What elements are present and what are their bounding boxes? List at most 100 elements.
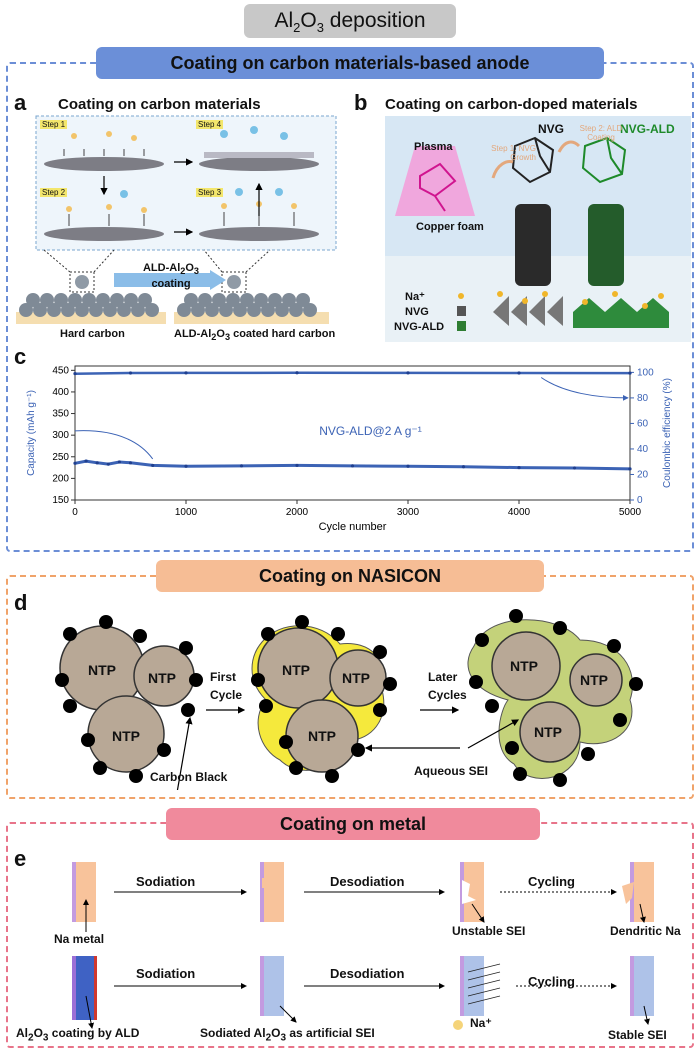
y-left-tick-label-0: 150 — [52, 495, 69, 506]
cycle-label: Cycle — [210, 688, 243, 702]
aqueous-sei-label: Aqueous SEI — [414, 764, 489, 778]
cycling-label-top: Cycling — [528, 874, 575, 889]
stable-sei-label: Stable SEI — [608, 1028, 667, 1042]
ald-label-al: ALD-Al — [142, 262, 181, 274]
later-label: Later — [428, 670, 458, 684]
series-line-1 — [74, 371, 631, 375]
stable-sei-electrode — [630, 956, 654, 1016]
na-metal-electrode — [72, 862, 96, 922]
plasma-label: Plasma — [414, 141, 453, 153]
unstable-sei-label: Unstable SEI — [452, 924, 526, 938]
y-left-axis-label: Capacity (mAh g⁻¹) — [26, 390, 37, 476]
coating-o: O — [33, 1026, 43, 1040]
step1-label: Step 1: NVG Growth — [491, 144, 536, 162]
title-sub-2: 2 — [293, 20, 301, 36]
nvg-ald-molecule — [581, 136, 627, 184]
series-1-point-6 — [628, 371, 632, 375]
coated-caption-sub2: 2 — [211, 332, 217, 343]
al2o3-coating-label: Al2O3 coating by ALD — [16, 1026, 139, 1043]
panel-b-title: Coating on carbon-doped materials — [385, 96, 638, 113]
step2-label: Step 2: ALD Coating — [579, 124, 623, 142]
main-title: Al2O3 deposition — [244, 4, 456, 38]
sodiated-al: Sodiated Al — [200, 1026, 266, 1040]
ald-label-sub3: 3 — [193, 266, 200, 277]
panel-e-illustration — [72, 862, 654, 1030]
step-4-slab — [199, 152, 319, 171]
ald-label-sub2: 2 — [180, 266, 186, 277]
legend-na: Na⁺ — [405, 291, 425, 303]
coated-caption-o: O — [216, 328, 225, 340]
y-right-tick-label-2: 40 — [637, 444, 649, 455]
cycles-label: Cycles — [428, 688, 467, 702]
sodiated-al2o3-label: Sodiated Al2O3 as artificial SEI — [200, 1026, 375, 1043]
title-al: Al — [274, 9, 294, 32]
series-1-point-5 — [517, 371, 521, 375]
efficiency-pointer — [540, 377, 629, 401]
x-tick-label-3: 3000 — [397, 507, 420, 518]
coating-tail: coating by ALD — [48, 1026, 140, 1040]
series-1-point-2 — [184, 371, 188, 375]
y-left-tick-label-1: 200 — [52, 473, 69, 484]
desodiation-label-top: Desodiation — [330, 874, 405, 889]
sodiation-label-top: Sodiation — [136, 874, 196, 889]
desodiation-label-bottom: Desodiation — [330, 966, 405, 981]
series-0-point-9 — [295, 463, 299, 468]
legend-nvg-ald: NVG-ALD — [394, 321, 445, 333]
step-1-label: Step 1 — [40, 120, 68, 129]
desodiated-electrode — [460, 862, 484, 922]
y-right-tick-label-4: 80 — [637, 393, 649, 404]
y-right-tick-label-5: 100 — [637, 367, 654, 378]
y-right-axis-label: Coulombic efficiency (%) — [662, 378, 673, 488]
y-right-tick-label-1: 20 — [637, 469, 649, 480]
ntp-label-5: NTP — [342, 670, 370, 686]
step-4-label: Step 4 — [196, 120, 224, 129]
panel-d-letter: d — [14, 590, 28, 615]
cycling-label-bottom: Cycling — [528, 974, 575, 989]
series-0-point-7 — [184, 464, 188, 468]
x-tick-label-1: 1000 — [175, 507, 198, 518]
x-tick-label-0: 0 — [72, 507, 78, 518]
al2o3-coated-electrode — [72, 956, 97, 1020]
step-3-label: Step 3 — [196, 188, 224, 197]
nvg-molecule — [511, 136, 555, 184]
panel-a-letter: a — [14, 90, 27, 115]
y-left-tick-label-3: 300 — [52, 430, 69, 441]
legend-nvg: NVG — [405, 306, 429, 318]
cluster-initial — [55, 615, 203, 783]
coated-hard-carbon-caption: ALD-Al2O3 coated hard carbon — [174, 328, 335, 342]
panel-b-illustration — [385, 116, 691, 342]
coated-caption-tail: coated hard carbon — [230, 328, 336, 340]
step-1-slab — [44, 157, 164, 171]
na-ion-dot — [453, 1020, 463, 1030]
dendritic-electrode — [622, 862, 654, 922]
ntp-label-3: NTP — [112, 728, 140, 744]
x-axis-label: Cycle number — [319, 521, 387, 533]
panel-c-letter: c — [14, 344, 27, 369]
copper-foam-label: Copper foam — [416, 221, 484, 233]
ion-transport-electrode — [460, 956, 501, 1016]
coating-sub3: 3 — [42, 1032, 49, 1044]
series-0-point-8 — [239, 464, 244, 468]
y-left-tick-label-2: 250 — [52, 452, 69, 463]
cluster-later-cycles — [467, 609, 643, 787]
step-2-label: Step 2 — [40, 188, 68, 197]
panel-b-letter: b — [354, 90, 368, 115]
series-1-point-3 — [295, 371, 299, 375]
dendritic-na-label: Dendritic Na — [610, 924, 681, 938]
series-0-point-1 — [84, 459, 88, 463]
series-0-point-3 — [106, 462, 110, 466]
y-left-tick-label-5: 400 — [52, 387, 69, 398]
y-right-tick-label-0: 0 — [637, 495, 643, 506]
plot-frame — [74, 365, 631, 501]
panel-a-title: Coating on carbon materials — [58, 96, 261, 113]
ntp-label-2: NTP — [148, 670, 176, 686]
coated-caption-al: ALD-Al — [174, 328, 212, 340]
series-0-point-14 — [572, 466, 577, 470]
ntp-label-4: NTP — [282, 662, 310, 678]
title-sub-3: 3 — [316, 20, 324, 36]
series-0-point-12 — [461, 465, 466, 469]
sodiated-sub3: 3 — [280, 1032, 287, 1044]
